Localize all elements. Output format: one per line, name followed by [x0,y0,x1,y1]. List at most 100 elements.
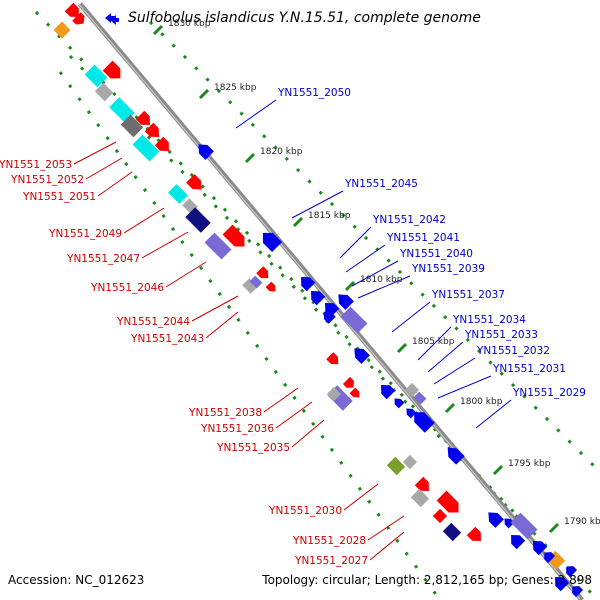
reverse-gene-label: YN1551_2045 [344,178,418,190]
forward-label-leader [343,483,379,511]
reverse-label-leader [427,341,464,373]
forward-gene-label: YN1551_2043 [130,333,204,345]
topology-value: circular; [322,573,371,587]
tick-label: 1820 kbp [260,147,303,157]
forward-label-leader [367,515,405,541]
reverse-gene [394,398,405,409]
tick-label: 1830 kbp [168,19,211,29]
tick-mark [244,152,256,164]
tick-mark [198,88,210,100]
reverse-gene [572,586,584,598]
backbone-highlight [77,2,581,600]
reverse-gene-label: YN1551_2050 [277,87,351,99]
forward-label-leader [97,171,133,197]
forward-gene-label: YN1551_2030 [268,505,342,517]
reverse-gene [404,382,420,398]
tick-label: 1790 kbp [564,517,600,527]
forward-gene [120,114,144,138]
reverse-gene-label: YN1551_2041 [386,232,460,244]
tick-mark [492,464,504,476]
forward-label-leader [123,207,165,234]
reverse-gene [338,294,354,310]
forward-gene [436,490,459,513]
forward-gene [185,207,211,233]
forward-gene [242,278,258,294]
forward-gene [84,64,108,88]
forward-gene-label: YN1551_2049 [48,228,122,240]
forward-gene-label: YN1551_2053 [0,159,72,171]
reverse-label-leader [433,357,476,385]
forward-gene [342,376,354,388]
reverse-gene [301,277,316,292]
forward-gene [154,136,169,151]
forward-label-leader [275,401,313,429]
forward-gene [326,386,342,402]
forward-gene [102,60,121,79]
forward-gene-label: YN1551_2047 [66,253,140,265]
forward-gene [94,82,114,102]
forward-label-leader [141,231,189,259]
reverse-gene [323,311,336,324]
forward-label-leader [291,419,325,448]
reverse-gene-label: YN1551_2029 [512,387,586,399]
genome-arrows-icon [105,13,119,25]
reverse-gene [340,306,368,334]
reverse-gene [533,541,548,556]
tick-mark [344,280,356,292]
forward-gene [53,21,71,39]
reverse-gene-label: YN1551_2040 [399,248,473,260]
forward-gene [265,281,276,292]
reverse-gene [511,535,526,550]
reverse-gene-label: YN1551_2031 [492,363,566,375]
reverse-gene-label: YN1551_2039 [411,263,485,275]
reverse-gene-label: YN1551_2032 [476,345,550,357]
tick-label: 1805 kbp [412,337,455,347]
reverse-label-leader [351,260,399,287]
forward-gene [386,456,406,476]
forward-gene [249,275,263,289]
reverse-gene [544,552,556,564]
reverse-gene [354,348,370,364]
reverse-gene [447,447,465,465]
genes-value: 2,898 [557,573,592,587]
reverse-gene [406,408,417,419]
reverse-label-leader [437,375,492,399]
forward-gene [349,387,360,398]
length-value: 2,812,165 bp; [423,573,509,587]
reverse-label-leader [235,99,277,129]
tick-mark [292,216,304,228]
forward-gene [109,97,135,123]
tick-mark [152,24,164,36]
reverse-label-leader [417,326,452,361]
accession-label: Accession: [8,573,72,587]
genome-summary: Topology: circular; Length: 2,812,165 bp… [262,573,592,587]
reverse-label-leader [391,301,431,333]
reverse-gene [413,391,427,405]
forward-gene-label: YN1551_2051 [22,191,96,203]
reverse-label-leader [475,399,512,429]
forward-gene [204,232,232,260]
forward-gene-label: YN1551_2028 [292,535,366,547]
forward-gene [72,12,85,25]
reverse-gene-label: YN1551_2037 [431,289,505,301]
forward-label-leader [165,261,207,288]
forward-gene [64,2,79,17]
tick-mark [396,342,408,354]
reverse-gene-label: YN1551_2034 [452,314,526,326]
tick-label: 1795 kbp [508,459,551,469]
inner-lane-forward-2 [58,71,442,600]
forward-gene-label: YN1551_2046 [90,282,164,294]
topology-label: Topology: [262,573,319,587]
length-label: Length: [374,573,421,587]
title-row: Sulfobolus islandicus Y.N.15.51, complet… [104,8,481,28]
forward-label-leader [205,311,239,339]
forward-gene [186,174,202,190]
reverse-label-leader [339,226,372,259]
forward-gene [135,110,150,125]
genome-backbone [78,2,584,600]
forward-gene-label: YN1551_2044 [116,316,190,328]
tick-label: 1815 kbp [308,211,351,221]
tick-label: 1825 kbp [214,83,257,93]
forward-gene [222,224,245,247]
